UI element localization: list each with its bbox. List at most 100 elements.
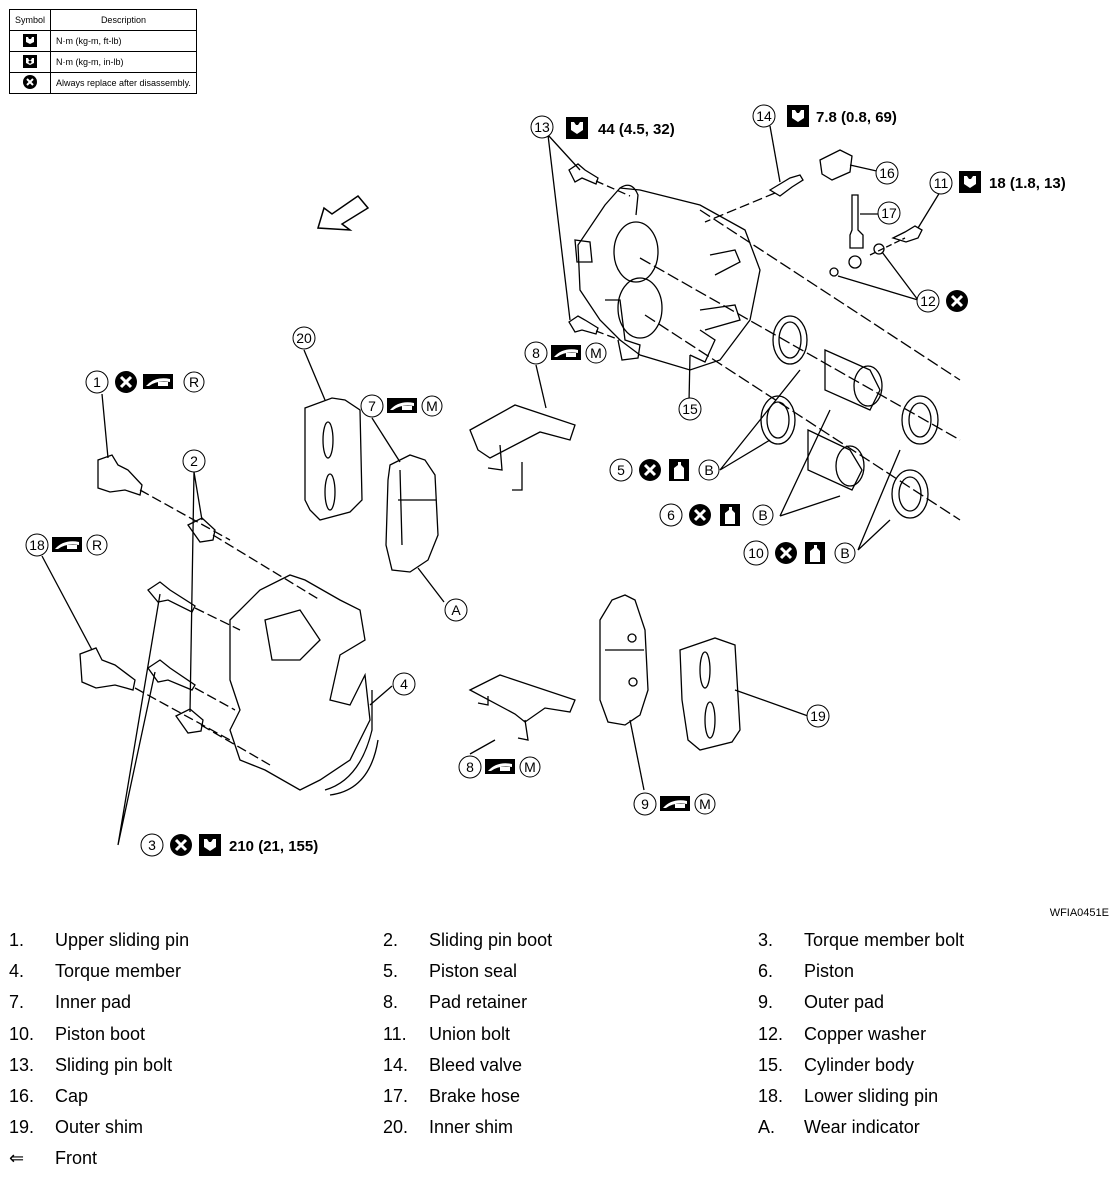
callout-6: 6 bbox=[659, 503, 683, 527]
always-replace-icon bbox=[944, 288, 970, 314]
lube-b-callout: B bbox=[752, 504, 774, 526]
torque-wrench-icon bbox=[959, 171, 981, 193]
piston-upper bbox=[824, 348, 881, 411]
svg-text:20: 20 bbox=[296, 330, 312, 346]
svg-text:11: 11 bbox=[934, 175, 949, 191]
outer-shim bbox=[679, 637, 741, 751]
always-replace-icon bbox=[687, 502, 713, 528]
sliding-pin-bolt-bottom bbox=[568, 315, 599, 335]
always-replace-icon bbox=[773, 540, 799, 566]
pad-retainer-upper bbox=[469, 404, 576, 491]
front-arrow-symbol: ⇐ bbox=[9, 1148, 25, 1169]
torque-wrench-icon bbox=[566, 117, 588, 139]
callout-12: 12 bbox=[916, 289, 940, 313]
piston-seal-lower bbox=[760, 395, 796, 445]
torque-value-13: 44 (4.5, 32) bbox=[598, 121, 675, 138]
svg-text:7: 7 bbox=[368, 398, 376, 414]
callout-A: A bbox=[444, 598, 468, 622]
bleed-valve bbox=[768, 174, 804, 197]
always-replace-icon bbox=[8, 72, 52, 94]
callout-13: 13 bbox=[530, 115, 554, 139]
svg-text:R: R bbox=[92, 537, 102, 553]
inner-shim bbox=[304, 397, 363, 521]
torque-value-11: 18 (1.8, 13) bbox=[989, 175, 1066, 192]
lower-sliding-pin bbox=[79, 647, 136, 691]
svg-text:2: 2 bbox=[190, 453, 198, 469]
svg-text:6: 6 bbox=[667, 507, 675, 523]
svg-text:M: M bbox=[699, 796, 711, 812]
svg-text:5: 5 bbox=[617, 462, 625, 478]
svg-text:17: 17 bbox=[881, 205, 897, 221]
grease-icon bbox=[387, 398, 417, 413]
callout-4: 4 bbox=[392, 672, 416, 696]
sliding-pin-bolt-top bbox=[568, 163, 599, 185]
callout-14: 14 bbox=[752, 104, 776, 128]
cylinder-body bbox=[574, 184, 761, 371]
piston-boot-upper bbox=[901, 395, 939, 445]
grease-icon bbox=[551, 345, 581, 360]
piston-boot-lower bbox=[891, 469, 929, 519]
torque-value-3: 210 (21, 155) bbox=[229, 838, 318, 855]
callout-10: 10 bbox=[743, 540, 769, 566]
svg-text:M: M bbox=[426, 398, 438, 414]
brake-caliper-exploded-diagram: 1 R 2 18 R 3 210 (21, 155) 4 20 7 M A 8 … bbox=[25, 104, 1066, 858]
svg-text:M: M bbox=[524, 759, 536, 775]
upper-sliding-pin bbox=[97, 454, 143, 496]
callout-8-lower: 8 bbox=[458, 755, 482, 779]
lube-m-callout: M bbox=[585, 342, 607, 364]
svg-text:13: 13 bbox=[534, 119, 550, 135]
callout-20: 20 bbox=[292, 326, 316, 350]
lube-b-callout: B bbox=[834, 542, 856, 564]
callout-9: 9 bbox=[633, 792, 657, 816]
svg-text:8: 8 bbox=[466, 759, 474, 775]
lube-r-callout: R bbox=[86, 534, 108, 556]
torque-member-bolt-upper bbox=[147, 581, 196, 613]
callout-7: 7 bbox=[360, 394, 384, 418]
pad-retainer-lower bbox=[468, 674, 576, 741]
svg-text:4: 4 bbox=[400, 676, 408, 692]
torque-wrench-small-icon bbox=[8, 51, 52, 73]
svg-text:19: 19 bbox=[810, 708, 826, 724]
callout-5: 5 bbox=[609, 458, 633, 482]
svg-text:15: 15 bbox=[682, 401, 698, 417]
outer-pad bbox=[599, 594, 649, 726]
lube-m-callout: M bbox=[519, 756, 541, 778]
sliding-pin-boot-upper bbox=[187, 517, 216, 543]
torque-member bbox=[229, 574, 371, 791]
lube-r-callout: R bbox=[183, 371, 205, 393]
callout-2: 2 bbox=[182, 449, 206, 473]
front-arrow-icon bbox=[317, 194, 370, 231]
piston-seal-upper bbox=[772, 315, 808, 365]
torque-value-14: 7.8 (0.8, 69) bbox=[816, 109, 897, 126]
union-bolt bbox=[891, 225, 923, 243]
callout-11: 11 bbox=[929, 171, 953, 195]
torque-wrench-small-icon bbox=[787, 105, 809, 127]
always-replace-icon bbox=[113, 369, 139, 395]
svg-text:12: 12 bbox=[920, 293, 936, 309]
callout-18: 18 bbox=[25, 533, 49, 557]
svg-text:B: B bbox=[704, 462, 713, 478]
brake-fluid-icon bbox=[669, 459, 689, 481]
grease-icon bbox=[143, 374, 173, 389]
torque-member-bolt-lower bbox=[147, 659, 196, 691]
callout-1: 1 bbox=[85, 370, 109, 394]
callout-17: 17 bbox=[877, 201, 901, 225]
brake-fluid-icon bbox=[720, 504, 740, 526]
svg-text:B: B bbox=[840, 545, 849, 561]
svg-text:10: 10 bbox=[748, 545, 764, 561]
lube-m-callout: M bbox=[694, 793, 716, 815]
svg-text:8: 8 bbox=[532, 345, 540, 361]
legend-row-desc: Always replace after disassembly. bbox=[50, 72, 197, 94]
symbol-legend: Symbol Description N·m (kg-m, ft-lb) N·m… bbox=[8, 9, 197, 94]
svg-text:R: R bbox=[189, 374, 199, 390]
cap bbox=[819, 149, 853, 181]
callout-15: 15 bbox=[678, 397, 702, 421]
svg-text:16: 16 bbox=[879, 165, 895, 181]
grease-icon bbox=[485, 759, 515, 774]
svg-text:B: B bbox=[758, 507, 767, 523]
torque-wrench-icon bbox=[8, 30, 52, 52]
callout-19: 19 bbox=[806, 704, 830, 728]
svg-text:1: 1 bbox=[93, 374, 101, 390]
lube-m-callout: M bbox=[421, 395, 443, 417]
piston-lower bbox=[807, 428, 863, 491]
